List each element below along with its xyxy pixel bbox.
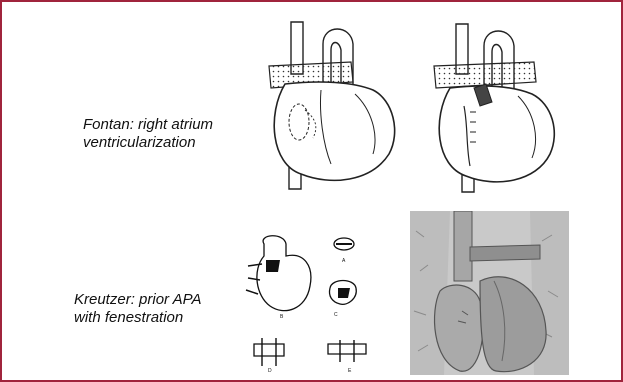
kreutzer-heart-photo xyxy=(410,211,569,375)
fontan-caption-line1: Fontan: right atrium xyxy=(83,116,213,134)
sketch-label-b: B xyxy=(280,314,284,320)
heart-diagram-icon xyxy=(422,16,562,196)
kreutzer-caption-line2: with fenestration xyxy=(74,309,202,327)
fontan-heart-diagram-before xyxy=(261,14,401,194)
kreutzer-surgical-sketches: A B C D E xyxy=(244,226,384,374)
surgical-sketches-icon: A B C D E xyxy=(244,226,384,374)
fontan-heart-diagram-after xyxy=(422,16,562,196)
sketch-label-c: C xyxy=(334,312,338,318)
sketch-label-a: A xyxy=(342,258,346,264)
sketch-label-e: E xyxy=(348,368,352,374)
fontan-caption: Fontan: right atrium ventricularization xyxy=(83,116,213,152)
fontan-caption-line2: ventricularization xyxy=(83,134,213,152)
heart-diagram-icon xyxy=(261,14,401,194)
kreutzer-caption-line1: Kreutzer: prior APA xyxy=(74,291,202,309)
heart-photo-icon xyxy=(410,211,569,375)
kreutzer-caption: Kreutzer: prior APA with fenestration xyxy=(74,291,202,327)
sketch-label-d: D xyxy=(268,368,272,374)
